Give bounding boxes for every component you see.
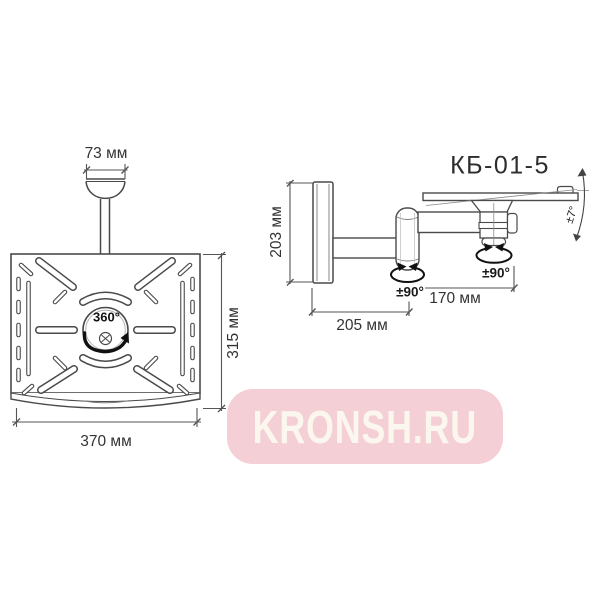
ceiling-cup: [85, 178, 126, 199]
swivel-360-badge: [82, 306, 129, 354]
joint-1: [395, 207, 420, 271]
dim-label-wall-height: 203 мм: [268, 206, 285, 258]
dim-label-reach-total: 205 мм: [336, 316, 388, 334]
joint1-swivel-label: ±90°: [395, 284, 425, 300]
joint1-swivel-arrow: [390, 262, 425, 284]
joint2-swivel-label: ±90°: [481, 265, 511, 281]
joint-2: [470, 199, 518, 247]
bracket-hook: [556, 185, 574, 193]
front-view: [10, 164, 226, 427]
rotation-arrow-icon: [82, 331, 128, 354]
front-dimension-lines: [12, 164, 226, 427]
tilt-arc: [573, 168, 587, 242]
wall-plate: [312, 181, 334, 284]
drop-pole: [99, 199, 111, 254]
dim-label-reach-arm2: 170 мм: [429, 290, 481, 307]
dim-label-plate-width: 370 мм: [80, 433, 132, 450]
dim-label-plate-height: 315 мм: [225, 307, 242, 359]
arm-segment-1: [332, 237, 398, 259]
model-title: КБ-01-5: [450, 151, 550, 180]
swivel-360-label: 360°: [93, 309, 120, 325]
tilt-reference-line: [425, 189, 589, 206]
dim-label-pipe-width: 73 мм: [84, 145, 128, 162]
watermark-pill: KRONSH.RU: [227, 389, 503, 464]
joint2-swivel-arrow: [475, 243, 513, 264]
vesa-plate: [10, 253, 201, 409]
watermark-text: KRONSH.RU: [252, 400, 478, 453]
arm-segment-2: [417, 211, 482, 234]
